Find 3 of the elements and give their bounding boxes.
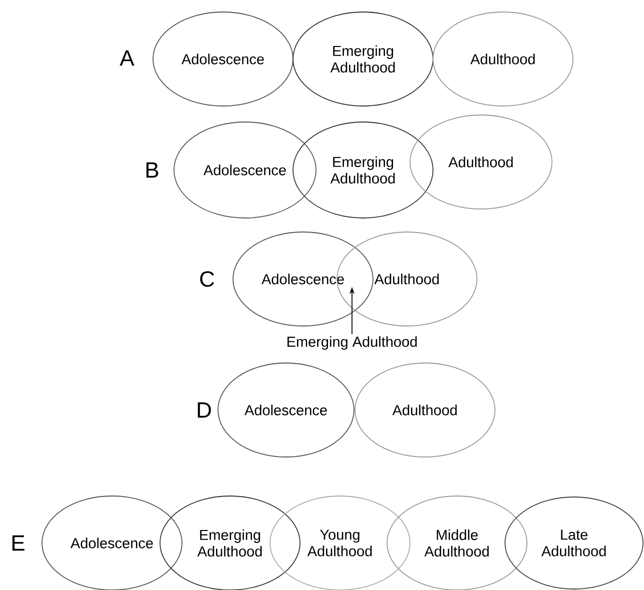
panel-letter: C xyxy=(200,271,214,287)
panel-letter: B xyxy=(146,162,158,178)
callout-text: Emerging Adulthood xyxy=(288,336,417,350)
